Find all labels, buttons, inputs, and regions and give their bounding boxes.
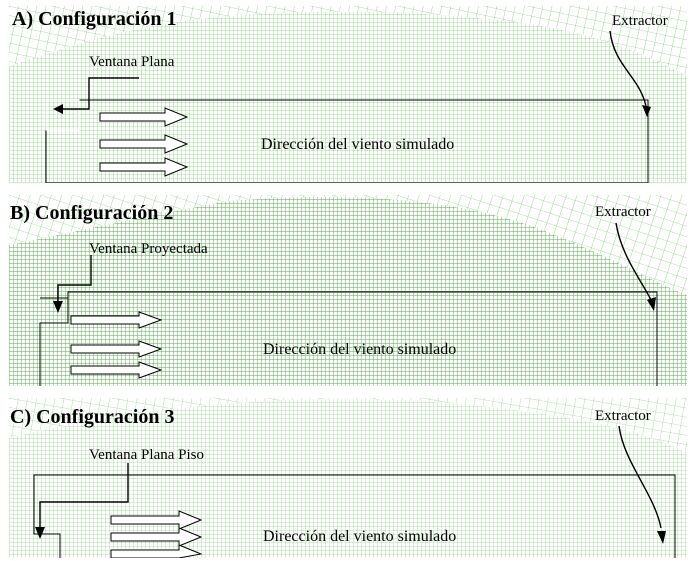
extractor-arrowhead bbox=[657, 531, 666, 544]
wind-direction-label: Dirección del viento simulado bbox=[263, 528, 456, 545]
panel-title: C) Configuración 3 bbox=[10, 406, 174, 428]
wind-direction-label: Dirección del viento simulado bbox=[263, 341, 456, 358]
panel-title: A) Configuración 1 bbox=[12, 8, 176, 30]
wind-arrow bbox=[110, 527, 203, 547]
window-label: Ventana Plana bbox=[89, 54, 175, 70]
window-callout-line bbox=[57, 255, 92, 303]
extractor-callout-line bbox=[609, 30, 647, 107]
mesh-diagram-3: C) Configuración 3 Ventana Plana Piso Ex… bbox=[9, 398, 687, 558]
building-outline bbox=[39, 291, 658, 386]
wind-arrow bbox=[99, 157, 189, 177]
mesh-dense-region bbox=[9, 196, 687, 386]
extractor-arrowhead bbox=[647, 297, 656, 311]
panel-config-1: A) Configuración 1 Ventana Plana Extract… bbox=[9, 6, 687, 183]
window-arrowhead bbox=[53, 104, 63, 114]
panel-title: B) Configuración 2 bbox=[10, 202, 173, 224]
building-outline bbox=[45, 99, 649, 183]
extractor-label: Extractor bbox=[612, 13, 668, 29]
extractor-callout-line bbox=[618, 425, 662, 529]
window-frame bbox=[45, 99, 80, 131]
wind-arrow bbox=[70, 340, 163, 358]
extractor-callout-line bbox=[615, 222, 652, 301]
panel-config-3: C) Configuración 3 Ventana Plana Piso Ex… bbox=[9, 398, 687, 558]
extractor-label: Extractor bbox=[595, 408, 651, 424]
wind-arrow bbox=[70, 311, 163, 329]
extractor-arrowhead bbox=[642, 105, 651, 117]
window-arrowhead bbox=[35, 527, 45, 539]
mesh-diagram-1: A) Configuración 1 Ventana Plana Extract… bbox=[9, 6, 687, 183]
wind-direction-label: Dirección del viento simulado bbox=[261, 136, 454, 153]
extractor-label: Extractor bbox=[595, 204, 651, 220]
wind-arrow bbox=[99, 107, 189, 127]
building-outline bbox=[33, 474, 676, 558]
window-label: Ventana Proyectada bbox=[89, 241, 208, 257]
wind-arrow bbox=[110, 510, 203, 530]
window-arrowhead bbox=[53, 301, 63, 313]
wind-arrow bbox=[110, 544, 203, 558]
window-callout-line bbox=[61, 77, 139, 110]
mesh-diagram-2: B) Configuración 2 Ventana Proyectada Ex… bbox=[9, 195, 687, 386]
mesh-dense-region bbox=[9, 11, 687, 183]
panel-config-2: B) Configuración 2 Ventana Proyectada Ex… bbox=[9, 195, 687, 386]
window-callout-line bbox=[39, 463, 129, 528]
wind-arrow bbox=[70, 361, 163, 379]
window-label: Ventana Plana Piso bbox=[89, 447, 204, 463]
wind-arrow bbox=[99, 134, 189, 154]
